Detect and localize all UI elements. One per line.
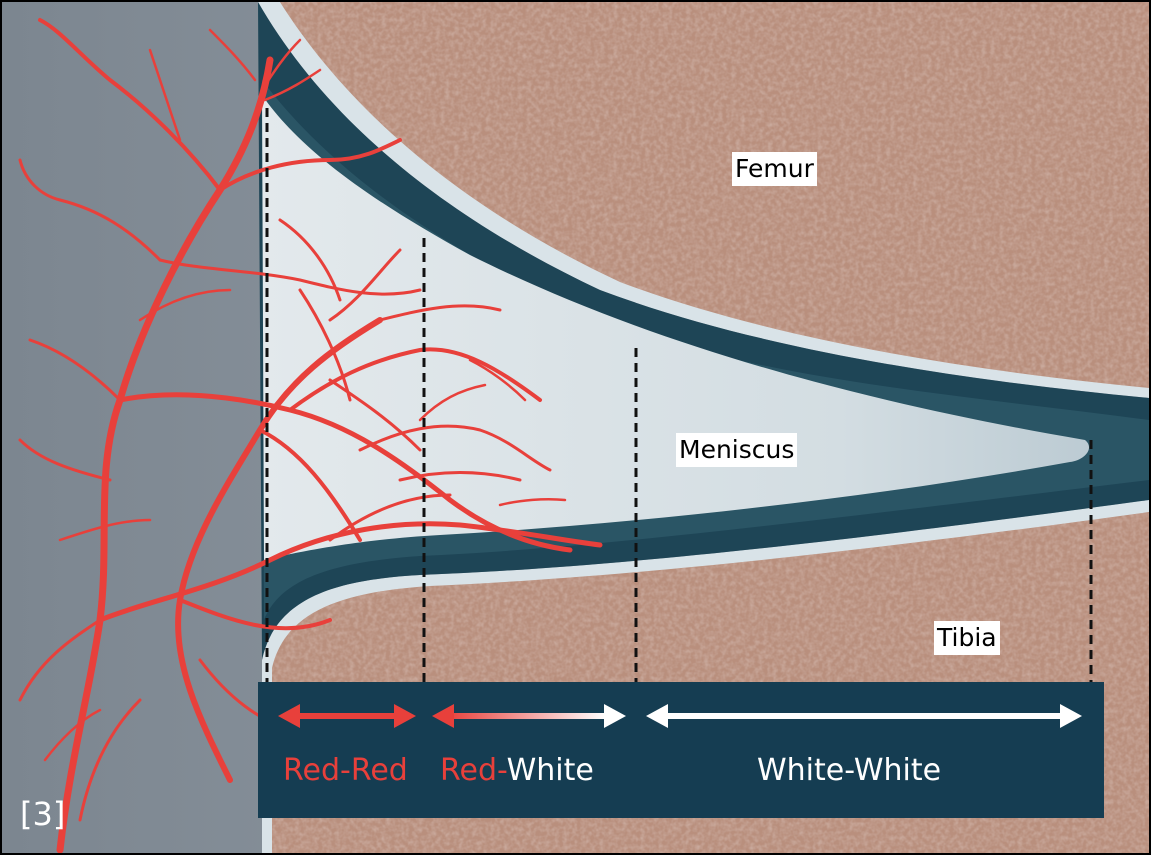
zone-label-white-white: White-White	[757, 753, 941, 789]
citation-label: [3]	[20, 794, 65, 834]
zone-red-white-red-part: Red-	[440, 753, 507, 788]
tibia-label: Tibia	[934, 621, 1000, 655]
meniscus-label: Meniscus	[676, 433, 797, 467]
femur-label: Femur	[732, 152, 817, 186]
zone-bar	[258, 682, 1104, 818]
zone-label-red-white: Red-White	[440, 753, 594, 789]
zone-red-white-white-part: White	[507, 753, 594, 788]
zone-label-red-red: Red-Red	[283, 753, 408, 789]
